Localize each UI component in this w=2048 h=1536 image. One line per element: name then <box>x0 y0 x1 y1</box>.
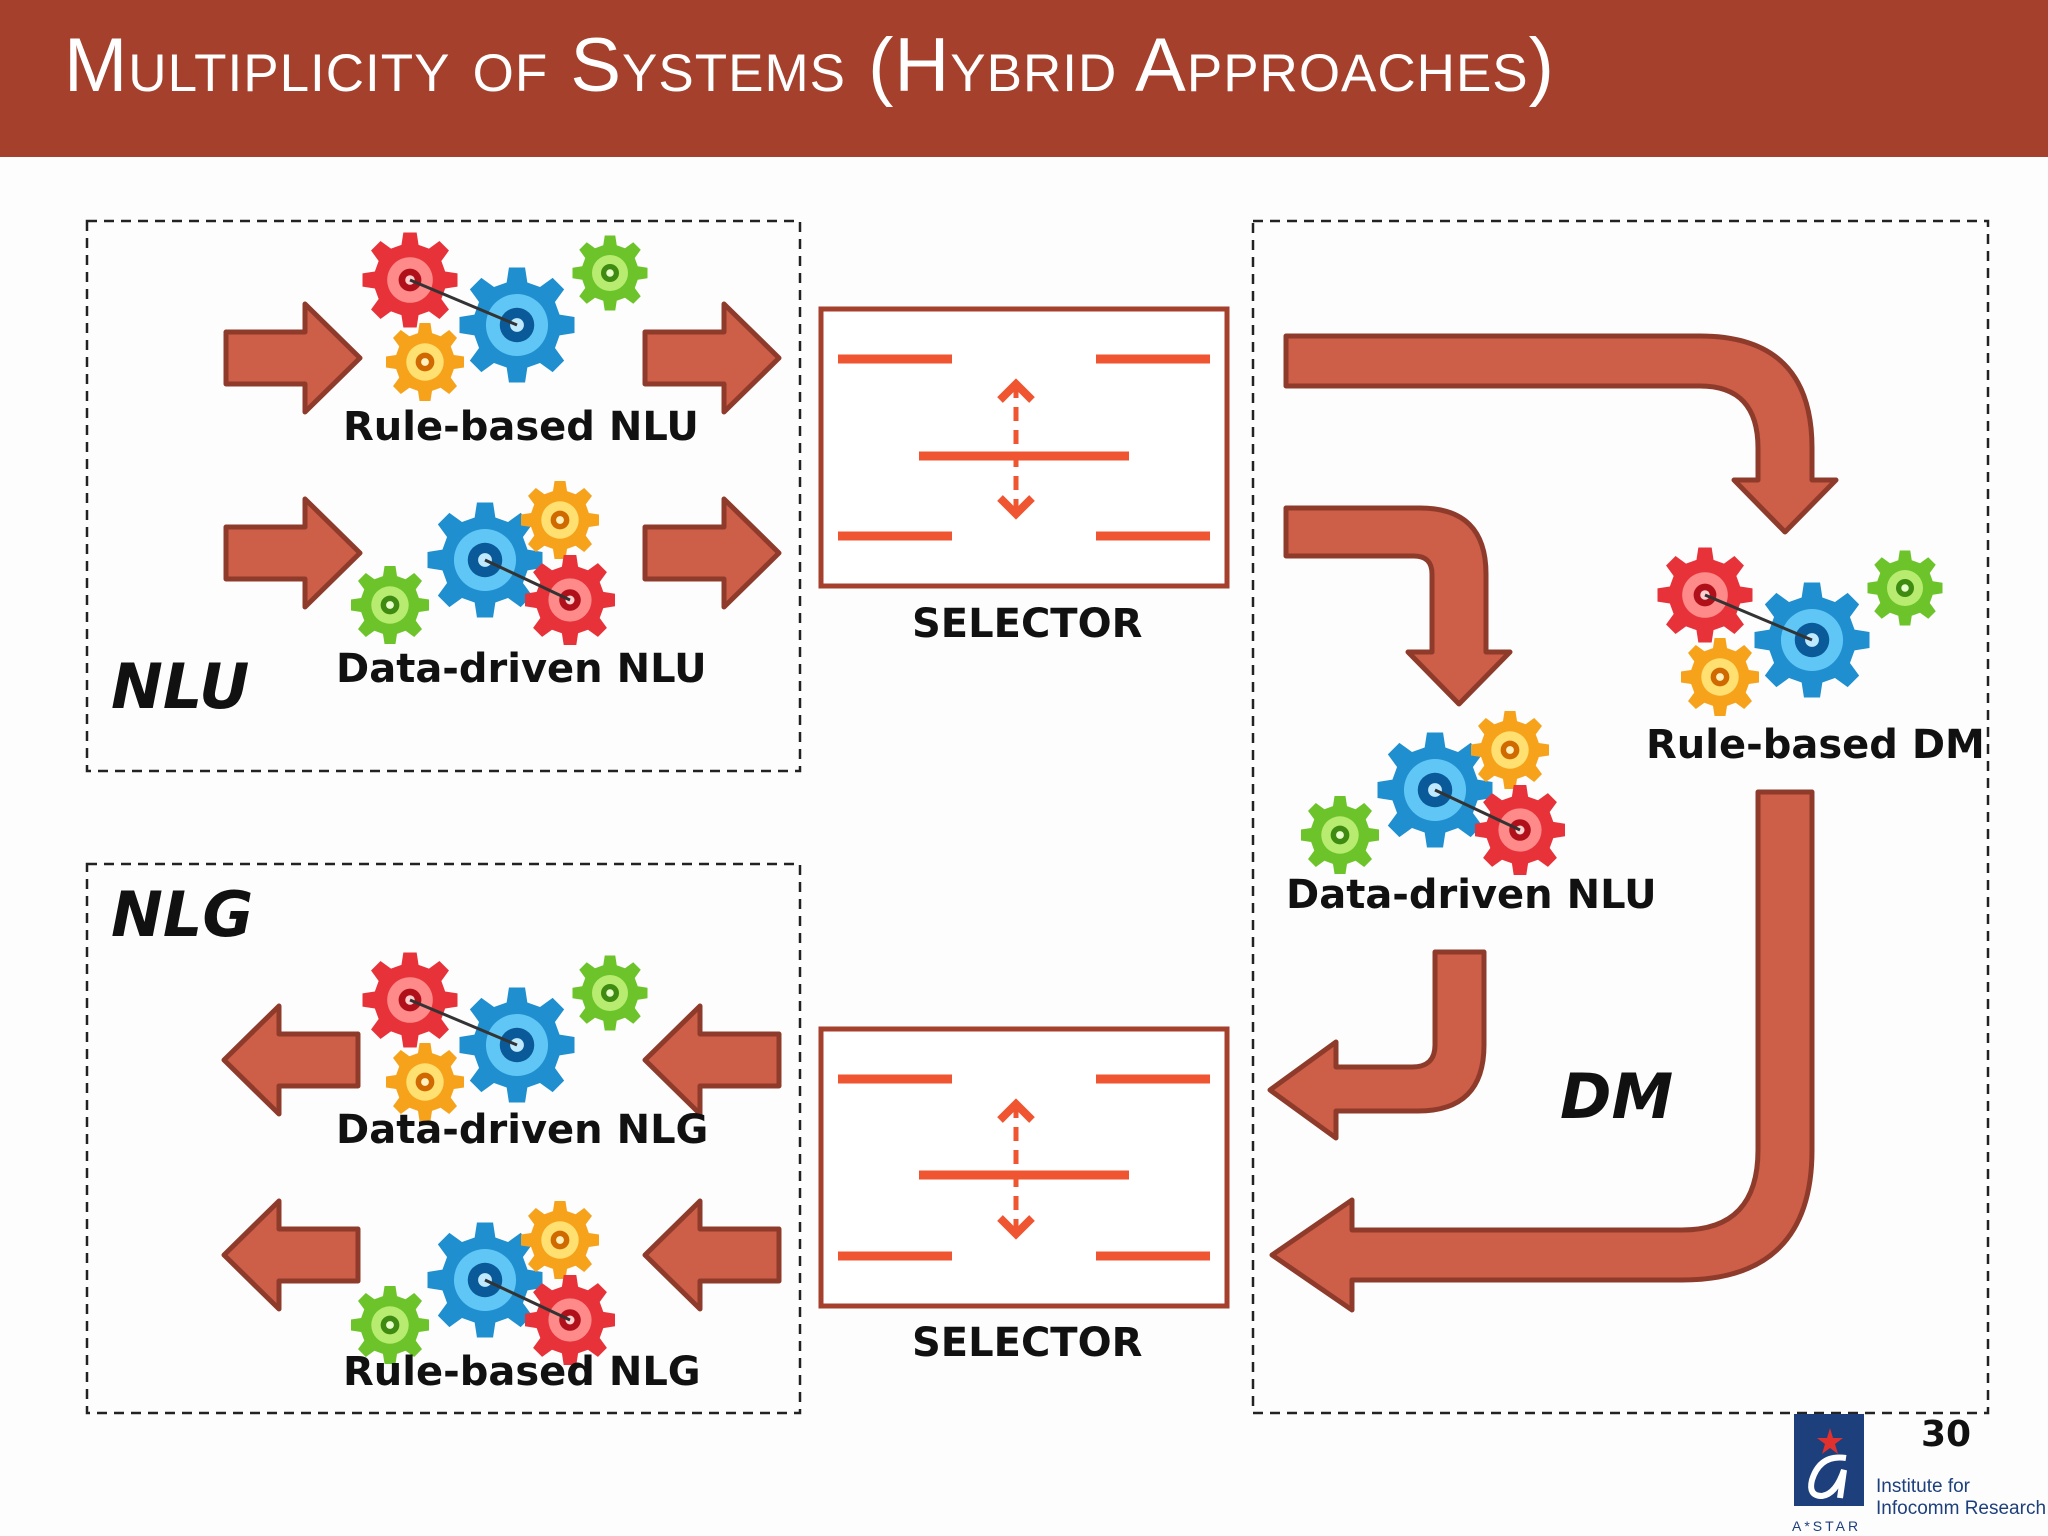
gear-cluster-icon <box>363 953 648 1122</box>
gear-cluster-icon <box>363 233 648 402</box>
arrow-right-icon <box>642 301 782 415</box>
arrow-right-icon <box>223 496 363 610</box>
arrow-left-icon <box>642 1198 782 1312</box>
logo-org: A*STAR <box>1792 1518 1862 1534</box>
arrow-right-icon <box>642 496 782 610</box>
selector-label-top: SELECTOR <box>912 601 1143 647</box>
selector-label-bottom: SELECTOR <box>912 1320 1143 1366</box>
gear-cluster-icon <box>351 481 615 645</box>
logo-line1: Institute for <box>1876 1476 1970 1497</box>
rule-based-nlg-label: Rule-based NLG <box>343 1349 701 1395</box>
data-driven-nlg-label: Data-driven NLG <box>336 1107 709 1153</box>
arrow-right-icon <box>223 301 363 415</box>
astar-logo-icon <box>1794 1414 1864 1506</box>
curved-arrow-icon <box>1267 949 1487 1141</box>
nlg-group-box <box>85 862 802 1415</box>
arrow-left-icon <box>642 1003 782 1117</box>
gear-cluster-icon <box>351 1201 615 1365</box>
arrow-left-icon <box>221 1198 361 1312</box>
astar-logo: A*STAR Institute for Infocomm Research <box>1790 1410 2048 1536</box>
nlu-section-label: NLU <box>111 650 250 723</box>
selector-box-top <box>818 306 1230 589</box>
selector-box-bottom <box>818 1026 1230 1309</box>
title-bar: Multiplicity of Systems (Hybrid Approach… <box>0 0 2048 157</box>
data-driven-nlu-label: Data-driven NLU <box>336 646 707 692</box>
rule-based-dm-label: Rule-based DM <box>1646 722 1985 768</box>
logo-line2: Infocomm Research <box>1876 1498 2047 1519</box>
gear-cluster-icon <box>1301 711 1565 875</box>
gear-cluster-icon <box>1658 548 1943 717</box>
dm-section-label: DM <box>1560 1060 1674 1133</box>
curved-arrow-icon <box>1283 333 1839 535</box>
curved-arrow-icon <box>1269 789 1815 1313</box>
nlu-group-box <box>85 219 802 773</box>
page-number: 30 <box>1921 1414 1972 1455</box>
nlg-section-label: NLG <box>111 878 254 951</box>
arrow-left-icon <box>221 1003 361 1117</box>
dm-group-box <box>1251 219 1990 1415</box>
dm-data-driven-label: Data-driven NLU <box>1286 872 1657 918</box>
slide-title: Multiplicity of Systems (Hybrid Approach… <box>64 23 1555 108</box>
curved-arrow-icon <box>1283 505 1513 707</box>
rule-based-nlu-label: Rule-based NLU <box>343 404 699 450</box>
